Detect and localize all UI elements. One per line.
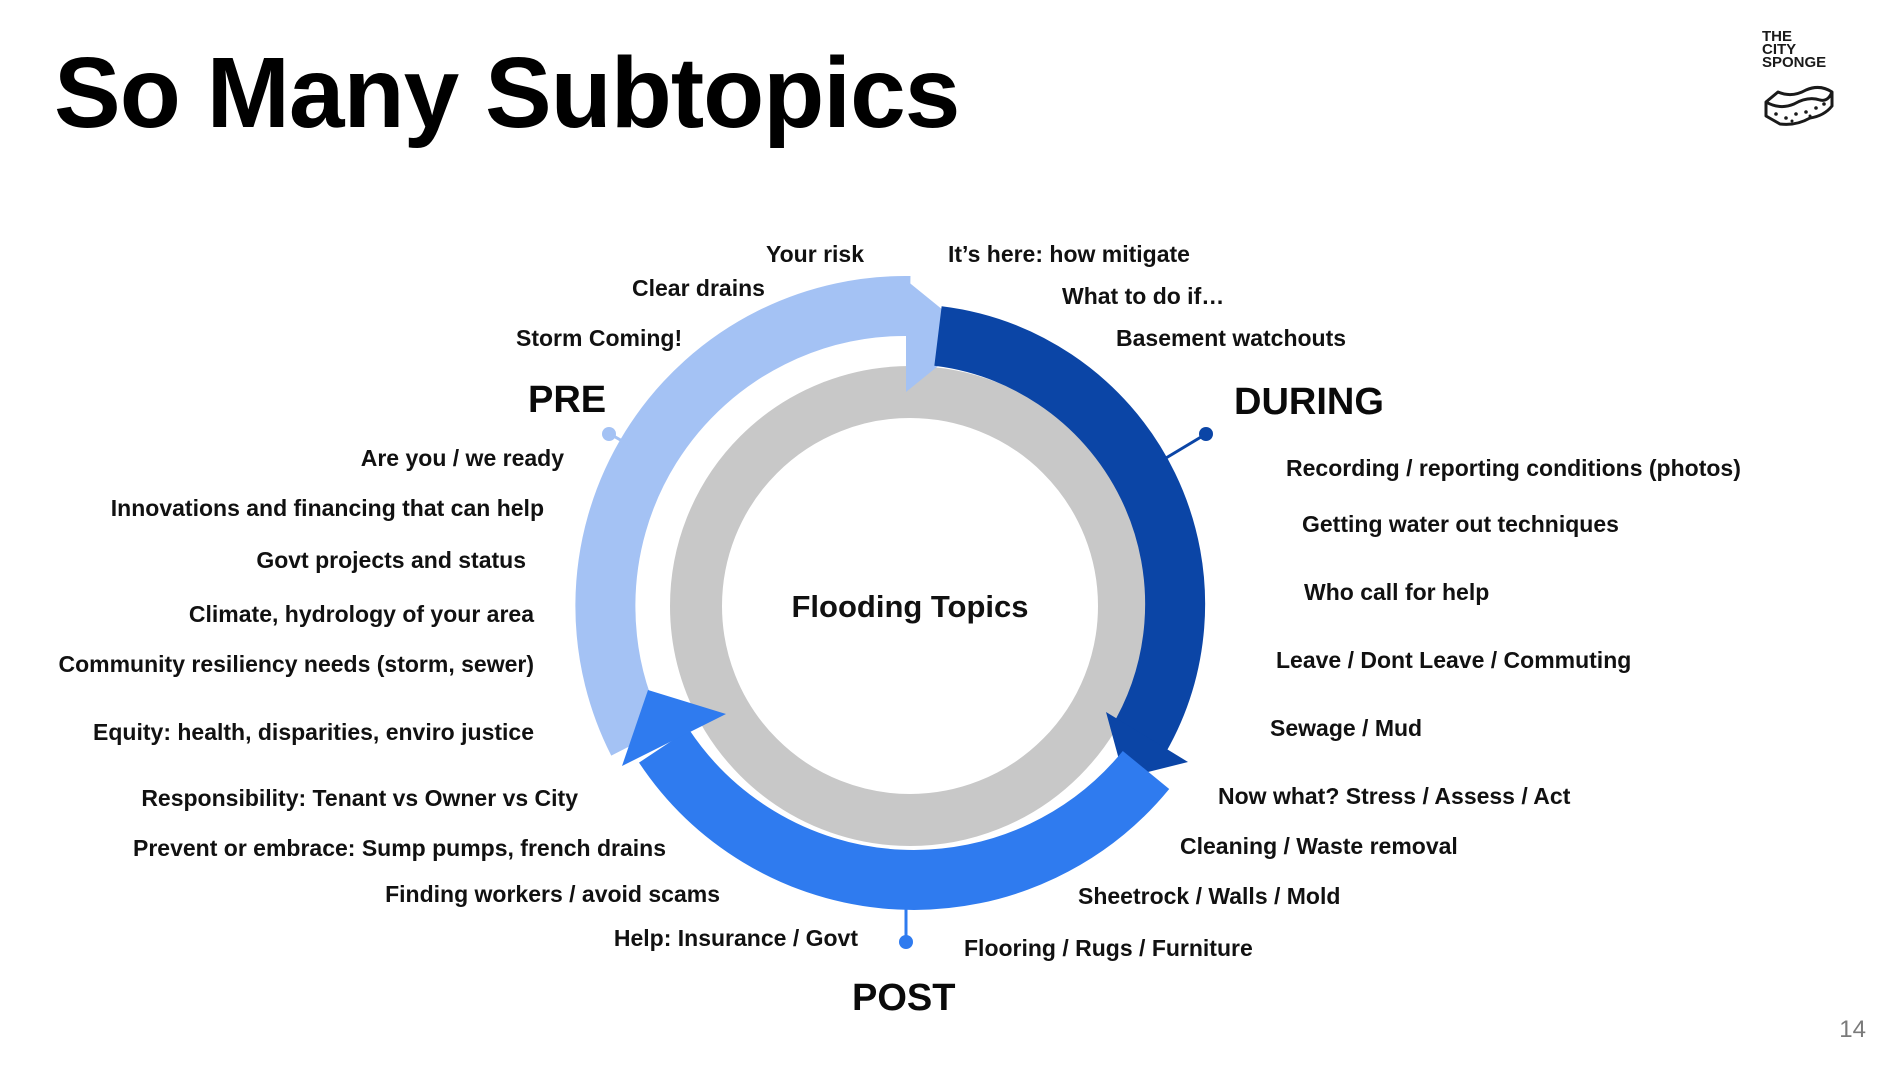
topic-during: Recording / reporting conditions (photos… <box>1286 455 1741 481</box>
topic-post: Now what? Stress / Assess / Act <box>1218 783 1571 809</box>
topic-post: Help: Insurance / Govt <box>613 925 858 951</box>
phase-label-during: DURING <box>1234 381 1384 423</box>
topic-during: Getting water out techniques <box>1302 511 1619 537</box>
logo-wordmark: THE CITY SPONGE <box>1762 28 1827 71</box>
topic-pre: Prevent or embrace: Sump pumps, french d… <box>133 835 666 861</box>
topic-post: Flooring / Rugs / Furniture <box>964 935 1253 961</box>
topic-pre: Responsibility: Tenant vs Owner vs City <box>141 785 578 811</box>
pre-arc <box>575 275 911 756</box>
pre-connector <box>609 432 653 460</box>
topic-during: What to do if… <box>1062 283 1225 309</box>
phase-label-pre: PRE <box>528 379 607 421</box>
topic-post: Finding workers / avoid scams <box>385 881 720 907</box>
city-sponge-logo: THE CITY SPONGE <box>1762 28 1872 140</box>
sponge-icon <box>1764 85 1834 126</box>
post-connector-dot <box>899 935 913 949</box>
topic-during: Sewage / Mud <box>1270 715 1423 741</box>
topic-pre: Climate, hydrology of your area <box>188 601 534 627</box>
topic-during: Basement watchouts <box>1116 325 1347 351</box>
topic-pre: Govt projects and status <box>256 547 526 573</box>
topic-pre: Equity: health, disparities, enviro just… <box>93 719 534 745</box>
center-ring <box>670 366 1150 846</box>
page-number: 14 <box>1839 1016 1866 1043</box>
topic-pre: Innovations and financing that can help <box>110 495 544 521</box>
topic-post: Cleaning / Waste removal <box>1180 833 1458 859</box>
pre-connector-dot <box>602 427 616 441</box>
during-connector <box>1165 432 1207 460</box>
topic-pre: Community resiliency needs (storm, sewer… <box>58 651 535 677</box>
page-title: So Many Subtopics <box>54 37 960 149</box>
topic-during: Who call for help <box>1304 579 1490 605</box>
phase-label-post: POST <box>852 977 956 1019</box>
topic-during: Leave / Dont Leave / Commuting <box>1276 647 1632 673</box>
post-arrow-head <box>622 690 726 766</box>
topic-during: It’s here: how mitigate <box>948 241 1190 267</box>
topic-pre: Your risk <box>766 241 864 267</box>
topic-pre: Are you / we ready <box>360 445 564 471</box>
during-connector-dot <box>1199 427 1213 441</box>
during-arc <box>934 306 1206 760</box>
topic-post: Sheetrock / Walls / Mold <box>1078 883 1341 909</box>
center-label: Flooding Topics <box>791 589 1029 624</box>
topic-pre: Clear drains <box>632 275 765 301</box>
topic-pre: Storm Coming! <box>516 325 683 351</box>
post-arc <box>639 729 1170 910</box>
